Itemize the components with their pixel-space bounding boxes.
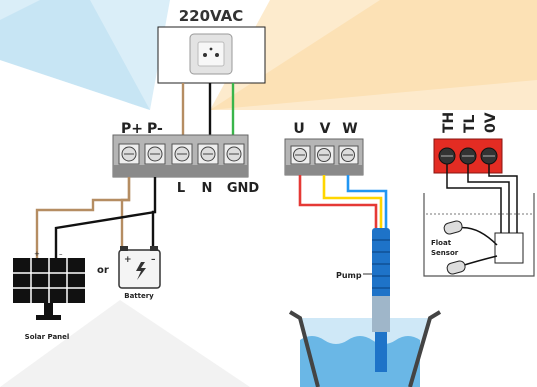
power-supply: 220VAC bbox=[157, 7, 266, 84]
power-terminal-block: P+ P- L N GND bbox=[112, 121, 260, 196]
float-switch-upper bbox=[443, 220, 463, 235]
motor-label-w: W bbox=[342, 121, 357, 137]
motor-label-v: V bbox=[320, 121, 331, 137]
float-sensor-label-1: Float bbox=[431, 239, 452, 247]
terminal-label-pplus: P+ bbox=[121, 121, 143, 137]
float-switch-lower bbox=[446, 260, 466, 275]
terminal-label-gnd: GND bbox=[227, 181, 260, 196]
sensor-label-th: TH bbox=[441, 112, 457, 133]
battery: + – Battery bbox=[118, 246, 161, 300]
dc-wires bbox=[35, 177, 157, 258]
battery-label: Battery bbox=[124, 292, 154, 300]
or-label: or bbox=[97, 265, 109, 276]
power-label: 220VAC bbox=[179, 7, 244, 25]
motor-label-u: U bbox=[293, 121, 304, 137]
terminal-label-l: L bbox=[177, 181, 185, 196]
terminal-screws bbox=[118, 143, 245, 165]
sensor-label-tl: TL bbox=[462, 114, 478, 133]
pump: Pump bbox=[336, 228, 390, 372]
solar-panel-label: Solar Panel bbox=[25, 333, 70, 341]
svg-text:–: – bbox=[59, 250, 63, 258]
sensor-terminal-block: TH TL 0V bbox=[433, 112, 503, 174]
svg-text:+: + bbox=[124, 255, 132, 265]
terminal-label-n: N bbox=[202, 181, 213, 196]
pump-label: Pump bbox=[336, 271, 362, 280]
motor-wires bbox=[298, 175, 388, 228]
float-sensor-tank: Float Sensor bbox=[423, 164, 535, 277]
float-sensor-label-2: Sensor bbox=[431, 249, 459, 257]
terminal-label-pminus: P- bbox=[147, 121, 163, 137]
water-tank bbox=[288, 310, 442, 387]
solar-panel: + – Solar Panel bbox=[13, 250, 85, 341]
lightning-icon bbox=[136, 262, 146, 280]
svg-text:+: + bbox=[34, 250, 40, 258]
motor-terminal-block: U V W bbox=[284, 121, 364, 176]
svg-text:–: – bbox=[151, 255, 156, 265]
mains-wires bbox=[181, 83, 235, 140]
sensor-label-0v: 0V bbox=[483, 112, 499, 133]
